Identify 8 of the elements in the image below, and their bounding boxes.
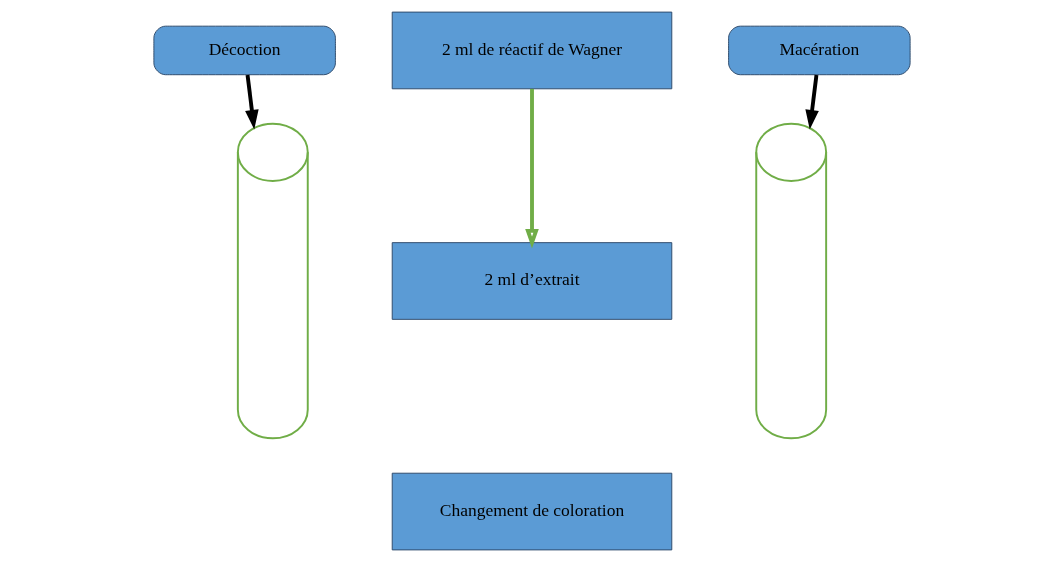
arrow — [524, 88, 539, 249]
arrow — [804, 74, 819, 130]
node-box: 2 ml d’extrait — [391, 242, 672, 320]
node-box: Changement de coloration — [391, 472, 672, 551]
node-box: Décoction — [152, 25, 336, 76]
node-box: 2 ml de réactif de Wagner — [391, 11, 672, 90]
node-box: Macération — [727, 25, 911, 76]
arrow — [244, 74, 259, 130]
